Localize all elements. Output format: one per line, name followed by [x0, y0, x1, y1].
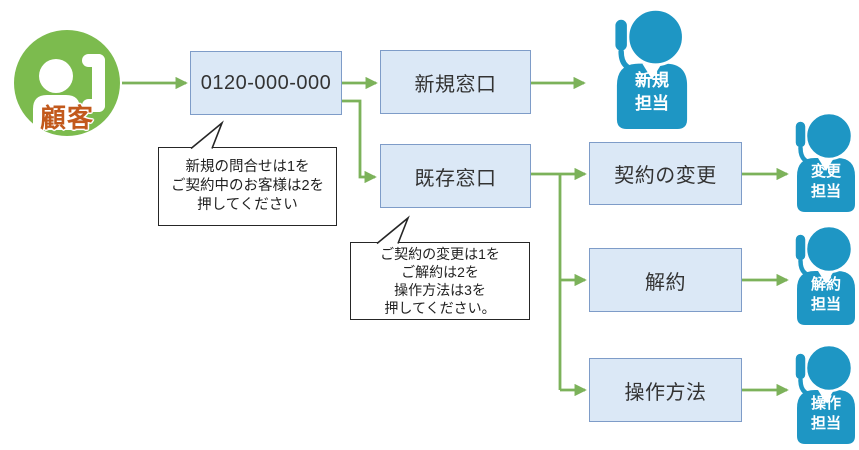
handset-mouthpiece	[82, 99, 105, 112]
arrow-phone-to-existing-window	[342, 99, 377, 184]
handset-bar	[92, 54, 105, 112]
callout-existing-menu: ご契約の変更は1を ご解約は2を 操作方法は3を 押してください。	[350, 242, 530, 320]
cancel-box: 解約	[589, 248, 742, 312]
handset-earpiece	[82, 54, 105, 67]
person-body	[33, 95, 80, 130]
headset-mic-icon	[794, 120, 807, 149]
callout-new-inquiry: 新規の問合せは1を ご契約中のお客様は2を 押してください	[158, 147, 337, 226]
callout-existing-menu-text: ご契約の変更は1を ご解約は2を 操作方法は3を 押してください。	[380, 246, 500, 316]
agent-cancel-label: 解約 担当	[810, 276, 841, 313]
agent-new: 新規 担当	[612, 8, 692, 129]
operation-box: 操作方法	[589, 358, 742, 422]
customer-label: 顧客	[39, 103, 94, 133]
call-agent-icon	[613, 8, 688, 129]
callout-new-inquiry-tail	[190, 120, 224, 150]
customer-icon: 顧客	[12, 28, 122, 168]
new-window-box: 新規窓口	[380, 50, 531, 114]
customer-phone-icon	[14, 30, 120, 136]
call-agent-icon	[794, 112, 855, 212]
person-head	[39, 59, 73, 93]
headset-mic-icon	[794, 352, 807, 381]
agent-operation: 操作 担当	[793, 344, 859, 444]
agent-change: 変更 担当	[793, 112, 859, 212]
callout-existing-menu-tail	[376, 215, 410, 245]
agent-cancel: 解約 担当	[793, 225, 859, 325]
agent-change-label: 変更 担当	[810, 163, 841, 200]
agent-operation-label: 操作 担当	[810, 395, 841, 432]
headset-mic-icon	[794, 233, 807, 262]
headset-mic-icon	[613, 17, 629, 53]
callout-new-inquiry-text: 新規の問合せは1を ご契約中のお客様は2を 押してください	[170, 159, 325, 213]
contract-change-box: 契約の変更	[589, 142, 742, 205]
call-agent-icon	[794, 225, 855, 325]
phone-number-box: 0120-000-000	[190, 51, 342, 115]
agent-new-label: 新規 担当	[635, 71, 669, 113]
existing-window-box: 既存窓口	[380, 144, 531, 208]
call-agent-icon	[794, 344, 855, 444]
